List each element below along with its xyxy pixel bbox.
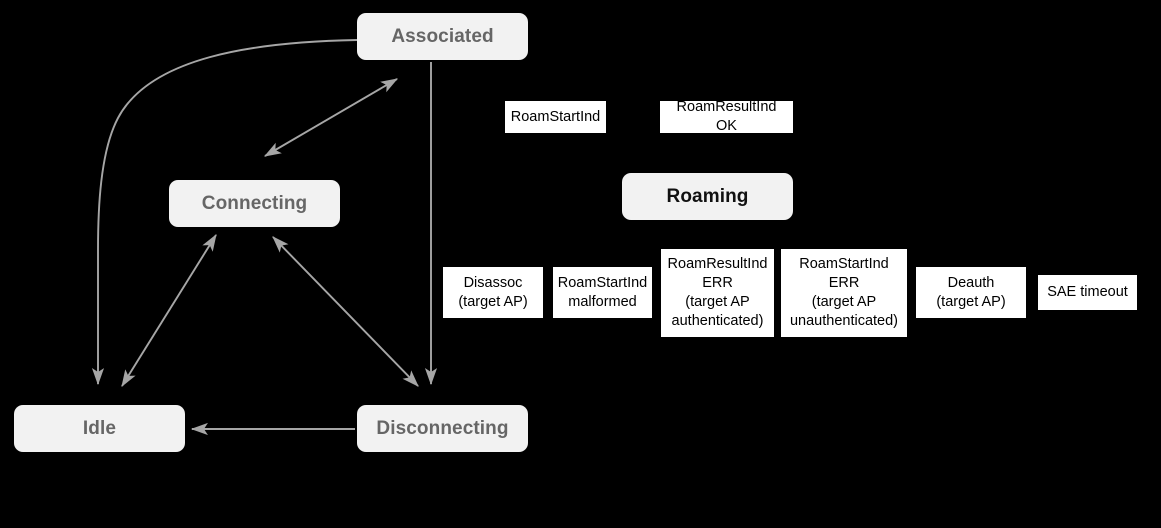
state-node-connecting[interactable]: Connecting	[169, 180, 340, 227]
event-label-deauth-target-ap: Deauth(target AP)	[936, 274, 1006, 310]
state-label-roaming: Roaming	[666, 185, 749, 207]
state-node-roaming[interactable]: Roaming	[622, 173, 793, 220]
state-node-associated[interactable]: Associated	[357, 13, 528, 60]
state-node-disconnecting[interactable]: Disconnecting	[357, 405, 528, 452]
edge-connecting-associated	[264, 78, 398, 157]
event-box-roam-result-ind-ok[interactable]: RoamResultInd OK	[660, 99, 793, 134]
event-label-roam-start-ind: RoamStartInd	[510, 108, 601, 125]
event-label-roam-result-ind-ok: RoamResultInd OK	[676, 99, 777, 134]
event-box-sae-timeout[interactable]: SAE timeout	[1038, 275, 1137, 310]
event-box-disassoc-target-ap[interactable]: Disassoc(target AP)	[443, 267, 543, 318]
state-node-idle[interactable]: Idle	[14, 405, 185, 452]
event-box-roam-start-ind[interactable]: RoamStartInd	[505, 101, 606, 133]
event-box-deauth-target-ap[interactable]: Deauth(target AP)	[916, 267, 1026, 318]
edge-idle-connecting	[121, 234, 217, 387]
edge-connecting-disconnecting	[272, 236, 419, 387]
state-label-disconnecting: Disconnecting	[376, 417, 509, 439]
event-label-disassoc-target-ap: Disassoc(target AP)	[458, 274, 528, 310]
state-label-connecting: Connecting	[201, 192, 308, 214]
state-label-associated: Associated	[391, 25, 494, 47]
event-label-sae-timeout: SAE timeout	[1047, 284, 1128, 300]
state-label-idle: Idle	[82, 417, 117, 439]
